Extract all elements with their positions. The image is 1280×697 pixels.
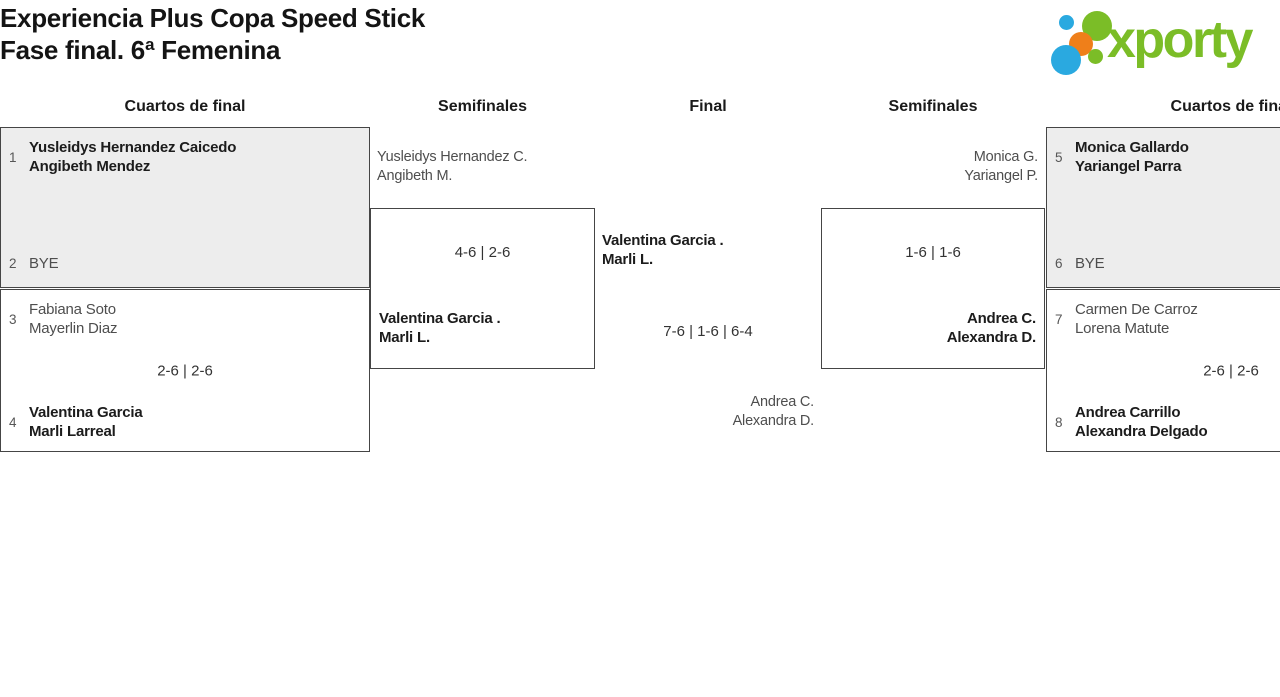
team-name-line: Marli Larreal: [29, 423, 116, 440]
team-name-line: Lorena Matute: [1075, 320, 1170, 337]
page-title: Experiencia Plus Copa Speed Stick Fase f…: [0, 2, 425, 66]
round-header-semifinals-right: Semifinales: [888, 98, 978, 115]
round-header-quarterfinals-left: Cuartos de final: [124, 98, 246, 115]
match-qf-right-1[interactable]: 5 Monica Gallardo Yariangel Parra 6 BYE: [1046, 127, 1280, 288]
logo-dot-blue-small-icon: [1059, 15, 1074, 30]
team-name-line: Alexandra D.: [732, 413, 815, 429]
seed-number: 5: [1055, 149, 1063, 165]
team-name-line: Marli L.: [602, 251, 653, 268]
seed-number: 3: [9, 311, 17, 327]
match-qf-right-2[interactable]: 7 Carmen De Carroz Lorena Matute 2-6 | 2…: [1046, 289, 1280, 452]
team-slot-top: 5 Monica Gallardo Yariangel Parra: [1055, 138, 1280, 176]
team-slot-bottom: 8 Andrea Carrillo Alexandra Delgado: [1055, 403, 1280, 441]
team-name: Fabiana Soto Mayerlin Diaz: [29, 300, 117, 338]
team-name-line: BYE: [29, 255, 59, 272]
phase-category-subtitle: Fase final. 6ª Femenina: [0, 35, 281, 65]
team-name-line: Andrea C.: [750, 394, 815, 410]
team-slot-top: 1 Yusleidys Hernandez Caicedo Angibeth M…: [9, 138, 363, 176]
team-name-line: Mayerlin Diaz: [29, 320, 118, 337]
match-qf-left-1[interactable]: 1 Yusleidys Hernandez Caicedo Angibeth M…: [0, 127, 370, 288]
final-team-right-label: Andrea C. Alexandra D.: [595, 393, 815, 431]
team-name-line: Carmen De Carroz: [1075, 301, 1198, 318]
seed-number: 6: [1055, 256, 1063, 271]
round-header-final: Final: [689, 98, 727, 115]
final-score: 7-6 | 1-6 | 6-4: [663, 323, 753, 340]
team-name-line: Fabiana Soto: [29, 301, 116, 318]
team-name-line: Angibeth Mendez: [29, 158, 151, 175]
team-name-line: Alexandra Delgado: [1075, 423, 1208, 440]
match-score: 2-6 | 2-6: [157, 362, 213, 379]
team-name-line: Yariangel P.: [964, 168, 1038, 184]
team-slot-bottom: 6 BYE: [1055, 254, 1280, 273]
team-name-line: Valentina Garcia .: [379, 310, 501, 327]
match-sf-right[interactable]: 1-6 | 1-6 Andrea C. Alexandra D.: [821, 208, 1045, 369]
team-name: Andrea C. Alexandra D.: [946, 309, 1037, 347]
match-score: 4-6 | 2-6: [454, 244, 511, 261]
team-name-line: BYE: [1075, 255, 1105, 272]
team-name-line: Valentina Garcia: [29, 404, 143, 421]
team-name-line: Angibeth M.: [377, 168, 453, 184]
team-name-line: Alexandra D.: [946, 329, 1037, 346]
team-name: Valentina Garcia . Marli L.: [379, 309, 501, 347]
team-name-line: Monica Gallardo: [1075, 139, 1189, 156]
team-slot-bottom: 2 BYE: [9, 254, 363, 273]
team-name-line: Yusleidys Hernandez C.: [377, 149, 528, 165]
match-score: 1-6 | 1-6: [905, 244, 961, 261]
seed-number: 1: [9, 149, 17, 165]
tournament-name: Experiencia Plus Copa Speed Stick: [0, 3, 426, 33]
team-name-line: Andrea C.: [966, 310, 1036, 327]
round-header-quarterfinals-right: Cuartos de final: [1170, 98, 1280, 115]
team-name-line: Valentina Garcia .: [602, 232, 724, 249]
team-name: BYE: [1075, 254, 1105, 273]
team-slot-top: 7 Carmen De Carroz Lorena Matute: [1055, 300, 1280, 338]
logo-wordmark: xporty: [1107, 11, 1253, 69]
seed-number: 4: [9, 414, 17, 430]
match-qf-left-2[interactable]: 3 Fabiana Soto Mayerlin Diaz 2-6 | 2-6 4…: [0, 289, 370, 452]
team-name-line: Andrea Carrillo: [1075, 404, 1181, 421]
advancing-team-label: Monica G. Yariangel P.: [821, 148, 1038, 186]
team-name: Monica Gallardo Yariangel Parra: [1075, 138, 1189, 176]
final-team-left-label: Valentina Garcia . Marli L.: [602, 231, 724, 269]
team-name-line: Yariangel Parra: [1075, 158, 1182, 175]
logo-dot-blue-large-icon: [1051, 45, 1081, 75]
team-slot-bottom: 4 Valentina Garcia Marli Larreal: [9, 403, 363, 441]
xporty-logo[interactable]: xporty: [1045, 8, 1280, 78]
team-name-line: Yusleidys Hernandez Caicedo: [29, 139, 237, 156]
team-name-line: Monica G.: [973, 149, 1038, 165]
team-name-line: Marli L.: [379, 329, 430, 346]
seed-number: 2: [9, 256, 17, 271]
round-header-semifinals-left: Semifinales: [438, 98, 527, 115]
logo-dot-green-small-icon: [1088, 49, 1103, 64]
team-name: Andrea Carrillo Alexandra Delgado: [1075, 403, 1208, 441]
seed-number: 8: [1055, 414, 1063, 430]
team-slot-top: 3 Fabiana Soto Mayerlin Diaz: [9, 300, 363, 338]
match-sf-left[interactable]: 4-6 | 2-6 Valentina Garcia . Marli L.: [370, 208, 595, 369]
seed-number: 7: [1055, 311, 1063, 327]
team-name: BYE: [29, 254, 59, 273]
team-name: Valentina Garcia Marli Larreal: [29, 403, 143, 441]
team-name: Yusleidys Hernandez Caicedo Angibeth Men…: [29, 138, 236, 176]
match-score: 2-6 | 2-6: [1203, 362, 1259, 379]
team-name: Carmen De Carroz Lorena Matute: [1075, 300, 1198, 338]
advancing-team-label: Yusleidys Hernandez C. Angibeth M.: [377, 148, 528, 186]
